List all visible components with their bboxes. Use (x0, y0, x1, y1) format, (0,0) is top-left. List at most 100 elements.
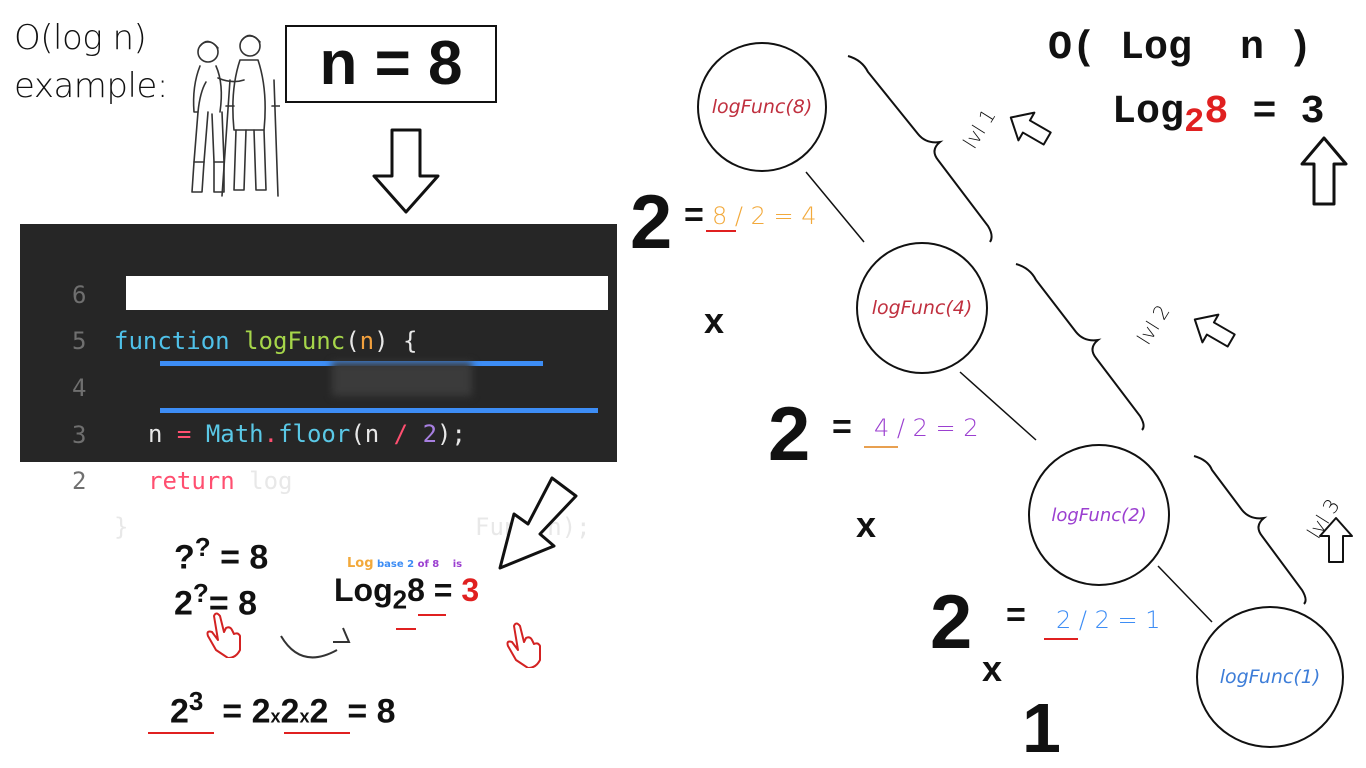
param-n: n (359, 327, 375, 355)
two-power-equation: 2?= 8 (174, 578, 257, 623)
underline (284, 732, 350, 734)
call-prefix: log (249, 467, 293, 495)
log-2-8-equation: Log28 = 3 (1112, 90, 1325, 142)
underline (396, 628, 416, 630)
step-3-calc: 2 / 2 = 1 (1056, 606, 1161, 634)
arg-open: (n (350, 420, 380, 448)
node-label: logFunc(8) (711, 96, 813, 118)
code-line-6: 6 function logFunc(n) { (20, 226, 617, 355)
pointing-hand-icon (206, 612, 241, 658)
down-arrow-icon (372, 128, 440, 214)
arg-close: ); (437, 420, 466, 448)
line-number: 4 (72, 374, 87, 402)
arrow-up-icon (1319, 517, 1353, 563)
line-number: 6 (72, 281, 87, 309)
caption-of: of 8 (417, 559, 440, 570)
step-1-calc: 8 / 2 = 4 (712, 202, 817, 230)
underline (418, 614, 446, 616)
caption-base: base 2 (377, 559, 415, 570)
underline (1044, 638, 1078, 640)
elderly-couple-illustration (191, 34, 280, 197)
code-line-2: 2 } (20, 412, 617, 541)
node-label: logFunc(1) (1219, 666, 1321, 688)
title-line-1: O(log n) (14, 18, 147, 58)
step-3-divisor: 2 (930, 580, 973, 665)
caption-log: Log (347, 556, 374, 571)
step-2-calc: 4 / 2 = 2 (874, 414, 979, 442)
q-exponent: ? (194, 532, 211, 562)
pointing-hand-icon (506, 622, 541, 668)
log-equals: = (1252, 90, 1277, 135)
final-one: 1 (1022, 689, 1061, 767)
code-line-3: 3 return log Func(n); (20, 366, 617, 541)
underline (864, 446, 898, 448)
diagonal-arrow-icon (498, 476, 578, 570)
log-caption: Log base 2 of 8 is (347, 556, 462, 571)
step-2-divisor: 2 (768, 392, 811, 477)
times-sign: x (299, 706, 310, 727)
curved-arrow-icon (280, 627, 351, 659)
assign-op: = (176, 420, 192, 448)
pow-b: 2 (280, 692, 300, 731)
node-label: logFunc(2) (1051, 504, 1147, 526)
code-block: 6 function logFunc(n) { 5 4 n = Math.flo… (20, 224, 617, 541)
level-1-label: lvl 1 (958, 104, 1001, 153)
paren-open: ( (345, 327, 360, 355)
keyword-return: return (148, 467, 235, 495)
dot: . (263, 420, 279, 448)
step-1-divisor: 2 (630, 180, 673, 265)
log-arg: 8 (407, 572, 425, 608)
two-base: 2 (174, 584, 193, 623)
log-word: Log (334, 572, 393, 608)
question-power-equation: ?? = 8 (174, 532, 268, 577)
log-base-2-equation: Log28 = 3 (334, 572, 479, 615)
step-1-equals: = (684, 196, 704, 234)
arrow-up-left-icon (1193, 313, 1236, 348)
log-equals: = (433, 572, 453, 608)
closing-brace: } (114, 513, 129, 541)
blurred-region (332, 362, 472, 396)
math-object: Math (205, 420, 264, 448)
line-number: 2 (72, 467, 87, 495)
pow-equals: = (222, 692, 243, 731)
level-2-label: lvl 2 (1132, 300, 1175, 349)
caption-is: is (452, 559, 463, 570)
function-name: logFunc (244, 327, 346, 355)
code-line-5: 5 (20, 272, 617, 355)
q-equals-8: = 8 (220, 538, 269, 577)
underline (706, 230, 736, 232)
pow-c: 2 (309, 692, 329, 731)
big-o-heading: O( Log n ) (1048, 26, 1313, 71)
multiply-sign-1: x (704, 300, 725, 341)
pow-equals-8: = 8 (347, 692, 396, 731)
log-base: 2 (392, 584, 408, 615)
title-line-2: example: (14, 66, 168, 106)
floor-method: floor (278, 420, 351, 448)
two-exponent: ? (192, 578, 209, 608)
log-result: 3 (461, 572, 480, 608)
log-result: 3 (1300, 90, 1325, 135)
times-sign: x (270, 706, 281, 727)
log-word: Log (1112, 90, 1185, 135)
line-number: 3 (72, 421, 87, 449)
tree-node-1: logFunc(8) (697, 42, 827, 172)
blank-line-box (126, 276, 608, 310)
node-label: logFunc(4) (871, 297, 973, 319)
two-equals-8: = 8 (208, 584, 258, 623)
paren-close-brace: ) { (374, 327, 418, 355)
number-two: 2 (422, 420, 438, 448)
var-n: n (148, 420, 163, 448)
q-base: ? (174, 538, 195, 577)
tree-node-3: logFunc(2) (1028, 444, 1170, 586)
underline (148, 732, 214, 734)
tree-node-4: logFunc(1) (1196, 606, 1344, 748)
arrow-up-left-icon (1009, 111, 1052, 146)
line-number: 5 (72, 327, 87, 355)
log-base: 2 (1184, 104, 1205, 142)
keyword-function: function (114, 327, 230, 355)
pow-a: 2 (251, 692, 271, 731)
log-arg: 8 (1204, 90, 1229, 135)
step-3-equals: = (1006, 596, 1026, 634)
code-line-4: 4 n = Math.floor(n / 2); (20, 319, 617, 448)
n-value-box: n = 8 (285, 25, 497, 103)
